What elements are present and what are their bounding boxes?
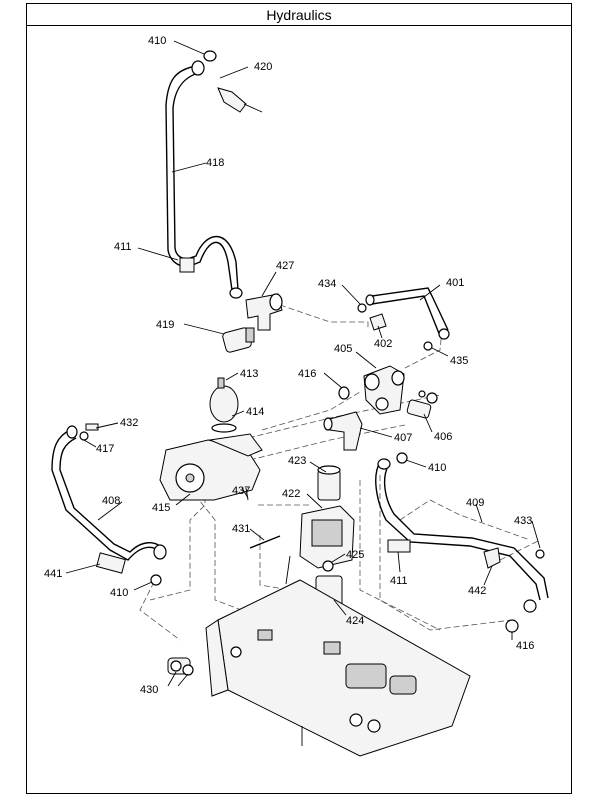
label-430: 430 <box>140 684 158 696</box>
assembly-guide-lines <box>139 304 541 641</box>
label-437: 437 <box>232 485 250 497</box>
label-411: 411 <box>114 241 132 253</box>
seal-414 <box>211 423 237 433</box>
pipe-418 <box>165 60 243 299</box>
valve-430 <box>167 657 194 676</box>
label-424: 424 <box>346 615 364 627</box>
air-vent-413 <box>209 377 239 423</box>
label-431: 431 <box>232 523 250 535</box>
label-416: 416 <box>516 640 534 652</box>
fitting-423 <box>317 465 341 501</box>
label-423: 423 <box>288 455 306 467</box>
pipe-401 <box>365 287 450 340</box>
label-411: 411 <box>390 575 408 587</box>
label-420: 420 <box>254 61 272 73</box>
clip-442 <box>483 547 501 569</box>
label-434: 434 <box>318 278 336 290</box>
diagram-frame: Hydraulics <box>26 3 572 794</box>
cable-431-end <box>285 555 291 585</box>
label-410: 410 <box>428 462 446 474</box>
label-433: 433 <box>514 515 532 527</box>
seal-410-left <box>150 574 162 586</box>
seal-410-right <box>396 452 408 464</box>
label-405: 405 <box>334 343 352 355</box>
leader-lines <box>65 40 541 687</box>
clip-402 <box>369 313 387 331</box>
label-415: 415 <box>152 502 170 514</box>
cable-431 <box>249 535 281 549</box>
base-chassis <box>205 579 471 757</box>
tee-427 <box>245 293 283 331</box>
label-422: 422 <box>282 488 300 500</box>
label-427: 427 <box>276 260 294 272</box>
label-406: 406 <box>434 431 452 443</box>
label-401: 401 <box>446 277 464 289</box>
pipe-408 <box>51 425 167 574</box>
label-413: 413 <box>240 368 258 380</box>
screw-433 <box>535 549 545 559</box>
label-419: 419 <box>156 319 174 331</box>
label-410: 410 <box>148 35 166 47</box>
diagram-title: Hydraulics <box>27 4 571 26</box>
valve-406 <box>406 390 438 419</box>
sensor-420 <box>217 87 263 113</box>
label-441: 441 <box>44 568 62 580</box>
label-442: 442 <box>468 585 486 597</box>
pipe-409 <box>375 458 549 613</box>
label-432: 432 <box>120 417 138 429</box>
screw-432-417 <box>79 423 99 441</box>
seal-434 <box>357 303 367 313</box>
label-418: 418 <box>206 157 224 169</box>
part-labels: 410 420 418 411 427 434 401 419 402 405 … <box>44 35 534 696</box>
gas-valve-422 <box>299 505 355 569</box>
label-409: 409 <box>466 497 484 509</box>
elbow-407 <box>323 411 363 451</box>
valve-block-405 <box>363 365 405 415</box>
label-417: 417 <box>96 443 114 455</box>
label-425: 425 <box>346 549 364 561</box>
seal-410-top <box>203 50 217 62</box>
seal-416-bottom <box>505 619 519 633</box>
seal-435 <box>423 341 433 351</box>
sensor-419 <box>222 327 255 353</box>
label-414: 414 <box>246 406 264 418</box>
label-435: 435 <box>450 355 468 367</box>
label-402: 402 <box>374 338 392 350</box>
label-410: 410 <box>110 587 128 599</box>
label-407: 407 <box>394 432 412 444</box>
seal-425 <box>322 560 334 572</box>
seal-416-top <box>338 386 350 400</box>
label-416: 416 <box>298 368 316 380</box>
label-408: 408 <box>102 495 120 507</box>
pump-415 <box>159 433 263 501</box>
